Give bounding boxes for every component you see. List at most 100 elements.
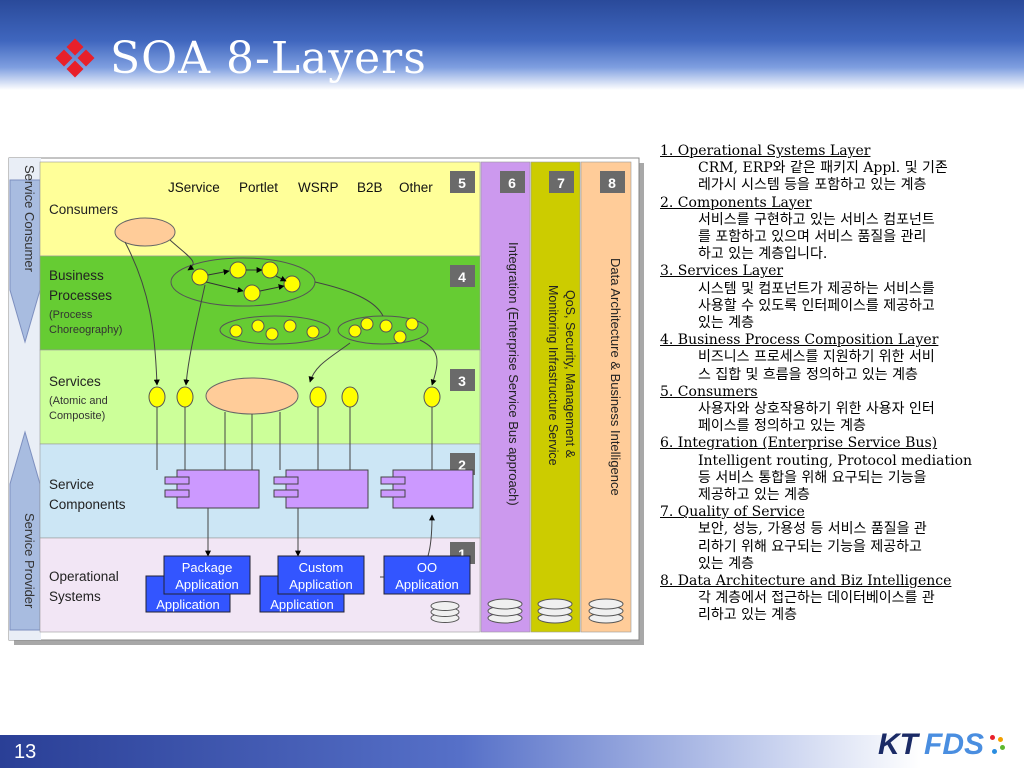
app-back-label: Application — [156, 597, 220, 612]
consumer-arrow-icon — [9, 179, 41, 344]
badge-8-text: 8 — [608, 175, 616, 191]
custom-application: Application Custom Application — [259, 555, 365, 613]
desc-line: 있는 계층 — [698, 315, 754, 332]
desc-line: 있는 계층 — [698, 555, 754, 572]
badge-1-text: 1 — [458, 546, 466, 562]
desc-line: 리하기 위해 요구되는 기능을 제공하고 — [698, 538, 922, 555]
layer-sub-business-1: (Process — [49, 309, 93, 321]
process-arrows — [205, 267, 287, 293]
desc-line: 제공하고 있는 계층 — [698, 487, 810, 504]
layer-sub-services-2: Composite) — [49, 410, 105, 422]
badge-6-text: 6 — [508, 175, 516, 191]
qos-label-1: QoS, Security, Management & — [563, 290, 577, 459]
slide-title: SOA 8-Layers — [110, 32, 427, 84]
integration-label: Integration (Enterprise Service Bus appr… — [506, 242, 521, 506]
desc-heading: 2. Components Layer — [660, 194, 812, 211]
slide-footer — [0, 735, 1024, 768]
consumer-item: JService — [168, 180, 220, 195]
service-component — [273, 469, 369, 509]
layer-sub-services-1: (Atomic and — [49, 395, 108, 407]
service-interfaces — [148, 386, 441, 408]
package-application: Application Package Application — [145, 555, 251, 613]
badge-7 — [549, 171, 574, 193]
badge-5 — [450, 171, 475, 193]
desc-line: 를 포함하고 있으며 서비스 품질을 관리 — [698, 229, 927, 246]
app-front-label-1: OO — [417, 560, 437, 575]
soa-layers-diagram: Service Consumer Service Provider Consum… — [8, 157, 644, 645]
desc-line: CRM, ERP와 같은 패키지 Appl. 및 기존 — [698, 160, 948, 177]
badge-4 — [450, 265, 475, 287]
desc-heading: 1. Operational Systems Layer — [660, 143, 871, 159]
layer-name-business-1: Business — [49, 268, 104, 283]
service-consumer-label: Service Consumer — [22, 165, 37, 273]
app-front-label-2: Application — [289, 577, 353, 592]
layer-name-operational-2: Systems — [49, 589, 101, 604]
desc-heading: 8. Data Architecture and Biz Intelligenc… — [660, 573, 952, 590]
desc-line: 리하고 있는 계층 — [698, 607, 798, 624]
desc-line: 등 서비스 통합을 위해 요구되는 기능을 — [698, 469, 927, 486]
layer-descriptions: 1. Operational Systems Layer CRM, ERP와 같… — [660, 143, 1020, 625]
database-icon — [430, 601, 460, 623]
desc-heading: 6. Integration (Enterprise Service Bus) — [660, 435, 938, 452]
oo-application: OO Application — [383, 555, 471, 595]
layer-name-services: Services — [49, 374, 101, 389]
title-area: SOA 8-Layers — [55, 28, 427, 88]
desc-line: 레가시 시스템 등을 포함하고 있는 계층 — [698, 177, 927, 194]
data-architecture-label: Data Architecture & Business Intelligenc… — [608, 258, 623, 496]
logo-dots-icon — [988, 733, 1006, 757]
layer-name-components-2: Components — [49, 497, 126, 512]
database-icon — [487, 598, 523, 624]
desc-heading: 3. Services Layer — [660, 263, 784, 280]
diamond-bullet-icon — [55, 38, 95, 78]
connector-lines — [124, 239, 438, 470]
layer-name-operational-1: Operational — [49, 569, 119, 584]
app-back-label: Application — [270, 597, 334, 612]
app-front-label-2: Application — [395, 577, 459, 592]
badge-8 — [600, 171, 625, 193]
database-icon — [537, 598, 573, 624]
composite-service — [205, 377, 299, 415]
desc-line: 시스템 및 컴포넌트가 제공하는 서비스를 — [698, 280, 935, 297]
badge-4-text: 4 — [458, 269, 466, 285]
app-front-label-2: Application — [175, 577, 239, 592]
badge-7-text: 7 — [557, 175, 565, 191]
badge-2-text: 2 — [458, 457, 466, 473]
badge-3 — [450, 369, 475, 391]
qos-label-2: Monitoring Infrastructure Service — [546, 285, 560, 466]
desc-line: 각 계층에서 접근하는 데이터베이스를 관 — [698, 590, 935, 607]
provider-arrow-icon — [9, 430, 41, 631]
desc-line: 하고 있는 계층입니다. — [698, 246, 828, 263]
layer-name-consumers: Consumers — [49, 202, 118, 217]
logo-kt: KT — [878, 728, 918, 761]
service-component — [380, 469, 474, 509]
app-front-label-1: Custom — [299, 560, 344, 575]
desc-line: 사용할 수 있도록 인터페이스를 제공하고 — [698, 297, 935, 314]
kt-fds-logo: KT FDS — [878, 728, 1006, 762]
process-group — [219, 315, 331, 345]
badge-5-text: 5 — [458, 175, 466, 191]
app-front-label-1: Package — [182, 560, 233, 575]
page-number: 13 — [14, 741, 37, 763]
layer-name-components-1: Service — [49, 477, 94, 492]
desc-line: Intelligent routing, Protocol mediation — [698, 452, 973, 469]
consumer-item: Portlet — [239, 180, 278, 195]
consumer-items: JService Portlet WSRP B2B Other — [168, 180, 433, 195]
layer-name-business-2: Processes — [49, 288, 112, 303]
column-integration — [480, 161, 531, 633]
desc-line: 페이스를 정의하고 있는 계층 — [698, 418, 866, 435]
desc-heading: 4. Business Process Composition Layer — [660, 332, 939, 349]
slide-header — [0, 0, 1024, 90]
consumer-item: Other — [399, 180, 433, 195]
desc-heading: 7. Quality of Service — [660, 504, 805, 521]
badge-3-text: 3 — [458, 373, 466, 389]
consumer-node — [114, 217, 176, 247]
desc-line: 보안, 성능, 가용성 등 서비스 품질을 관 — [698, 521, 927, 538]
service-provider-label: Service Provider — [22, 513, 37, 609]
desc-line: 서비스를 구현하고 있는 서비스 컴포넌트 — [698, 211, 935, 228]
badge-6 — [500, 171, 525, 193]
desc-line: 스 집합 및 흐름을 정의하고 있는 계층 — [698, 366, 918, 383]
process-nodes — [191, 261, 419, 344]
column-qos — [530, 161, 581, 633]
desc-line: 사용자와 상호작용하기 위한 사용자 인터 — [698, 401, 935, 418]
service-component — [164, 469, 260, 509]
